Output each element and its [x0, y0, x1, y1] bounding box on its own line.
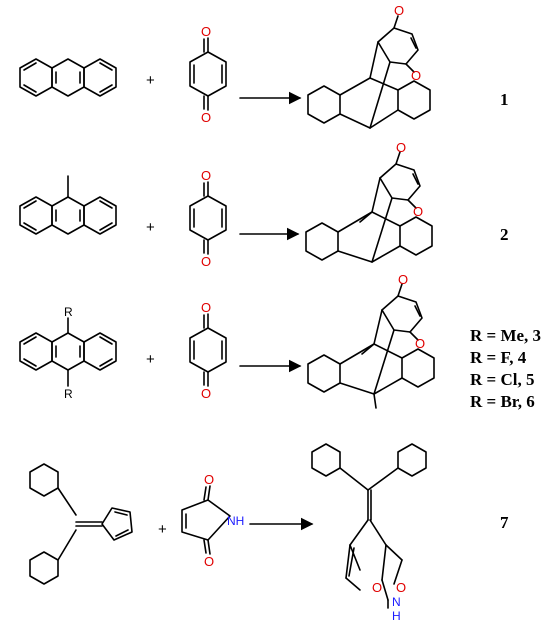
h-label: H	[392, 609, 401, 623]
compound-number: 2	[500, 225, 509, 244]
row-1: + O O O O	[19, 3, 509, 129]
oxygen-label: O	[413, 204, 423, 219]
oxygen-label: O	[394, 3, 404, 18]
diphenylfulvene	[29, 463, 133, 585]
row-2: + O O O O	[19, 140, 509, 269]
benzoquinone-2: O O	[189, 168, 227, 269]
substituent-label: R	[64, 387, 73, 401]
n-label: N	[392, 595, 401, 609]
compound-number: R = Me, 3	[470, 326, 541, 345]
oxygen-label: O	[201, 300, 211, 315]
oxygen-label: O	[201, 168, 211, 183]
adduct-3-6: O O	[307, 272, 435, 409]
nh-label: NH	[227, 514, 244, 528]
adduct-7: O O N H	[311, 443, 427, 623]
anthracene-1	[19, 58, 117, 97]
benzoquinone-3: O O	[189, 300, 227, 401]
oxygen-label: O	[396, 140, 406, 155]
compound-number: 7	[500, 513, 509, 532]
oxygen-label: O	[201, 386, 211, 401]
substituent-list: R = Me, 3 R = F, 4 R = Cl, 5 R = Br, 6	[470, 326, 541, 411]
benzoquinone-1: O O	[189, 24, 227, 125]
compound-number: 1	[500, 90, 509, 109]
adduct-1: O O	[307, 3, 431, 129]
oxygen-label: O	[411, 68, 421, 83]
disubstituted-anthracene: R R	[19, 305, 117, 401]
maleimide: O O NH	[181, 472, 244, 569]
substituent-label: R	[64, 305, 73, 319]
plus-sign: +	[158, 521, 167, 538]
row-4: + O O NH	[29, 443, 509, 623]
oxygen-label: O	[201, 24, 211, 39]
plus-sign: +	[146, 219, 155, 236]
methylanthracene	[19, 175, 117, 235]
compound-number: R = Br, 6	[470, 392, 535, 411]
plus-sign: +	[146, 351, 155, 368]
oxygen-label: O	[398, 272, 408, 287]
oxygen-label: O	[204, 554, 214, 569]
oxygen-label: O	[372, 580, 382, 595]
plus-sign: +	[146, 72, 155, 89]
compound-number: R = Cl, 5	[470, 370, 534, 389]
oxygen-label: O	[201, 110, 211, 125]
oxygen-label: O	[201, 254, 211, 269]
compound-number: R = F, 4	[470, 348, 527, 367]
row-3: R R + O O	[19, 272, 541, 411]
oxygen-label: O	[396, 580, 406, 595]
oxygen-label: O	[415, 336, 425, 351]
adduct-2: O O	[305, 140, 433, 263]
oxygen-label: O	[204, 472, 214, 487]
